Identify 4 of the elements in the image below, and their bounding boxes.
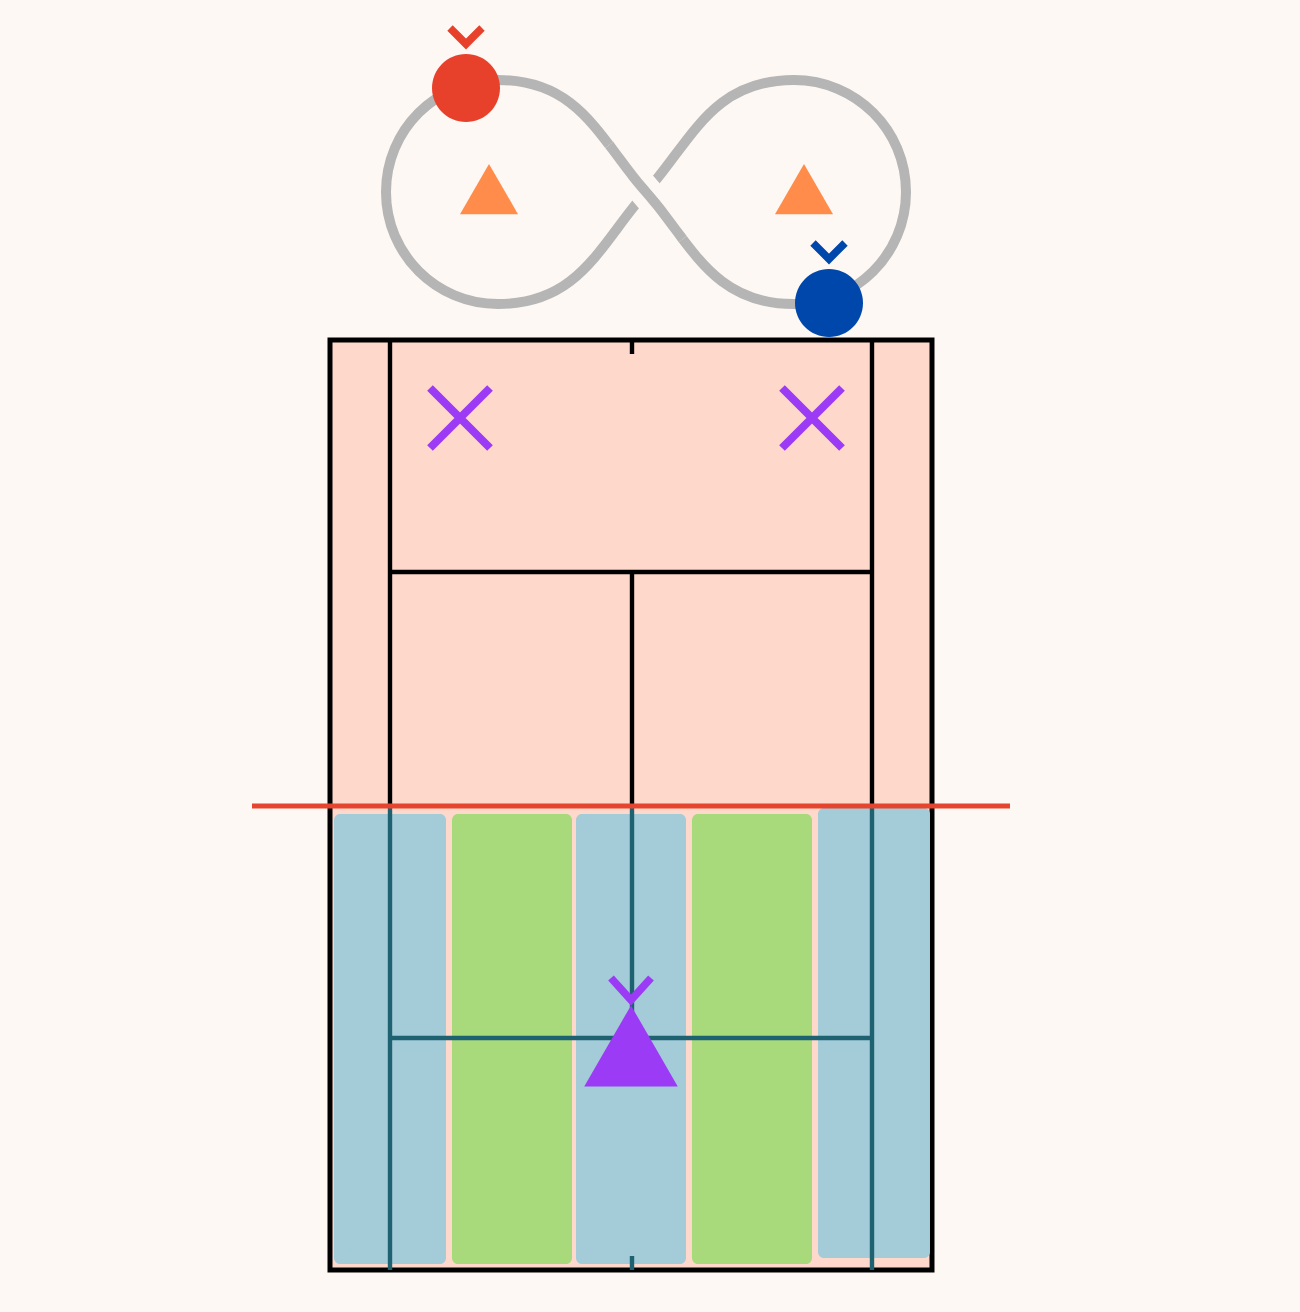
circle-marker — [795, 240, 863, 337]
triangle-marker — [775, 163, 833, 215]
circle-marker — [432, 25, 500, 122]
triangle-marker — [460, 163, 518, 215]
